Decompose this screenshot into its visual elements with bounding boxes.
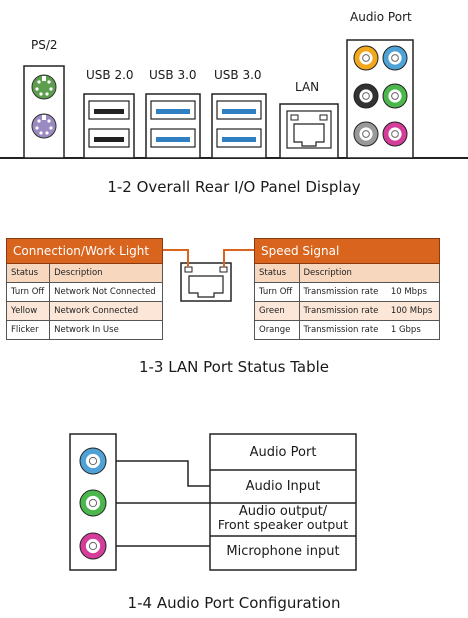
rate-cell: 100 Mbps bbox=[386, 301, 440, 321]
lan-status-connectors bbox=[163, 249, 254, 302]
table-header-description: Description bbox=[49, 263, 163, 283]
usb20-label: USB 2.0 bbox=[86, 68, 134, 82]
audio-jack-icon bbox=[79, 532, 107, 560]
figure-1-2-caption: 1-2 Overall Rear I/O Panel Display bbox=[107, 178, 361, 196]
connection-work-light-table: Connection/Work Light Status Description… bbox=[5, 238, 163, 340]
status-cell: Green bbox=[254, 301, 300, 321]
rear-io-panel-drawing bbox=[0, 39, 468, 159]
front-speaker-output-label: Front speaker output bbox=[217, 517, 349, 532]
audio-jack-icon bbox=[353, 121, 379, 147]
table-header-description: Description bbox=[298, 263, 441, 283]
usb30-port-b bbox=[211, 93, 267, 159]
audio-jack-icon bbox=[79, 447, 107, 475]
rate-cell: 10 Mbps bbox=[386, 282, 440, 302]
audio-port-heading: Audio Port bbox=[249, 445, 317, 460]
lan-label: LAN bbox=[295, 80, 320, 94]
figure-1-4-caption: 1-4 Audio Port Configuration bbox=[127, 594, 341, 612]
usb30-port-a bbox=[145, 93, 201, 159]
audio-jack-icon bbox=[382, 45, 408, 71]
connection-work-light-title: Connection/Work Light bbox=[6, 238, 163, 264]
description-cell: Network Connected bbox=[49, 301, 163, 321]
audio-jack-icon bbox=[353, 45, 379, 71]
usb20-port bbox=[83, 93, 135, 159]
description-cell: Network In Use bbox=[49, 320, 163, 340]
table-row: Yellow Network Connected bbox=[5, 301, 163, 321]
audio-jack-icon bbox=[79, 489, 107, 517]
status-cell: Flicker bbox=[5, 320, 51, 340]
audio-input-label: Audio Input bbox=[245, 479, 321, 494]
ps2-label: PS/2 bbox=[31, 38, 58, 52]
audio-jack-icon bbox=[382, 121, 408, 147]
description-cell: Transmission rate bbox=[298, 320, 387, 340]
status-cell: Orange bbox=[254, 320, 300, 340]
audio-port-label: Audio Port bbox=[350, 10, 412, 24]
speed-signal-title: Speed Signal bbox=[254, 238, 440, 264]
description-cell: Transmission rate bbox=[298, 301, 387, 321]
description-cell: Network Not Connected bbox=[49, 282, 163, 302]
figure-1-3-caption: 1-3 LAN Port Status Table bbox=[138, 358, 330, 376]
audio-label-box bbox=[209, 433, 357, 571]
usb30-label-b: USB 3.0 bbox=[214, 68, 262, 82]
table-row: Flicker Network In Use bbox=[5, 320, 163, 340]
microphone-input-label: Microphone input bbox=[226, 544, 340, 559]
status-cell: Turn Off bbox=[254, 282, 300, 302]
audio-configuration-drawing bbox=[69, 433, 357, 571]
line-in-connector bbox=[116, 460, 210, 487]
table-header-status: Status bbox=[254, 263, 300, 283]
lan-port bbox=[279, 103, 339, 159]
audio-jack-icon bbox=[353, 83, 379, 109]
rate-cell: 1 Gbps bbox=[386, 320, 440, 340]
description-cell: Transmission rate bbox=[298, 282, 387, 302]
table-header-status: Status bbox=[5, 263, 51, 283]
audio-jack-icon bbox=[382, 83, 408, 109]
table-row: Orange Transmission rate 1 Gbps bbox=[254, 320, 440, 340]
table-row: Turn Off Network Not Connected bbox=[5, 282, 163, 302]
audio-output-label: Audio output/ bbox=[238, 504, 328, 519]
speed-signal-table: Speed Signal Status Description Turn Off… bbox=[254, 238, 441, 340]
table-row: Turn Off Transmission rate 10 Mbps bbox=[254, 282, 440, 302]
status-cell: Yellow bbox=[5, 301, 51, 321]
status-cell: Turn Off bbox=[5, 282, 51, 302]
ps2-port bbox=[23, 65, 65, 159]
table-row: Green Transmission rate 100 Mbps bbox=[254, 301, 440, 321]
usb30-label-a: USB 3.0 bbox=[149, 68, 197, 82]
